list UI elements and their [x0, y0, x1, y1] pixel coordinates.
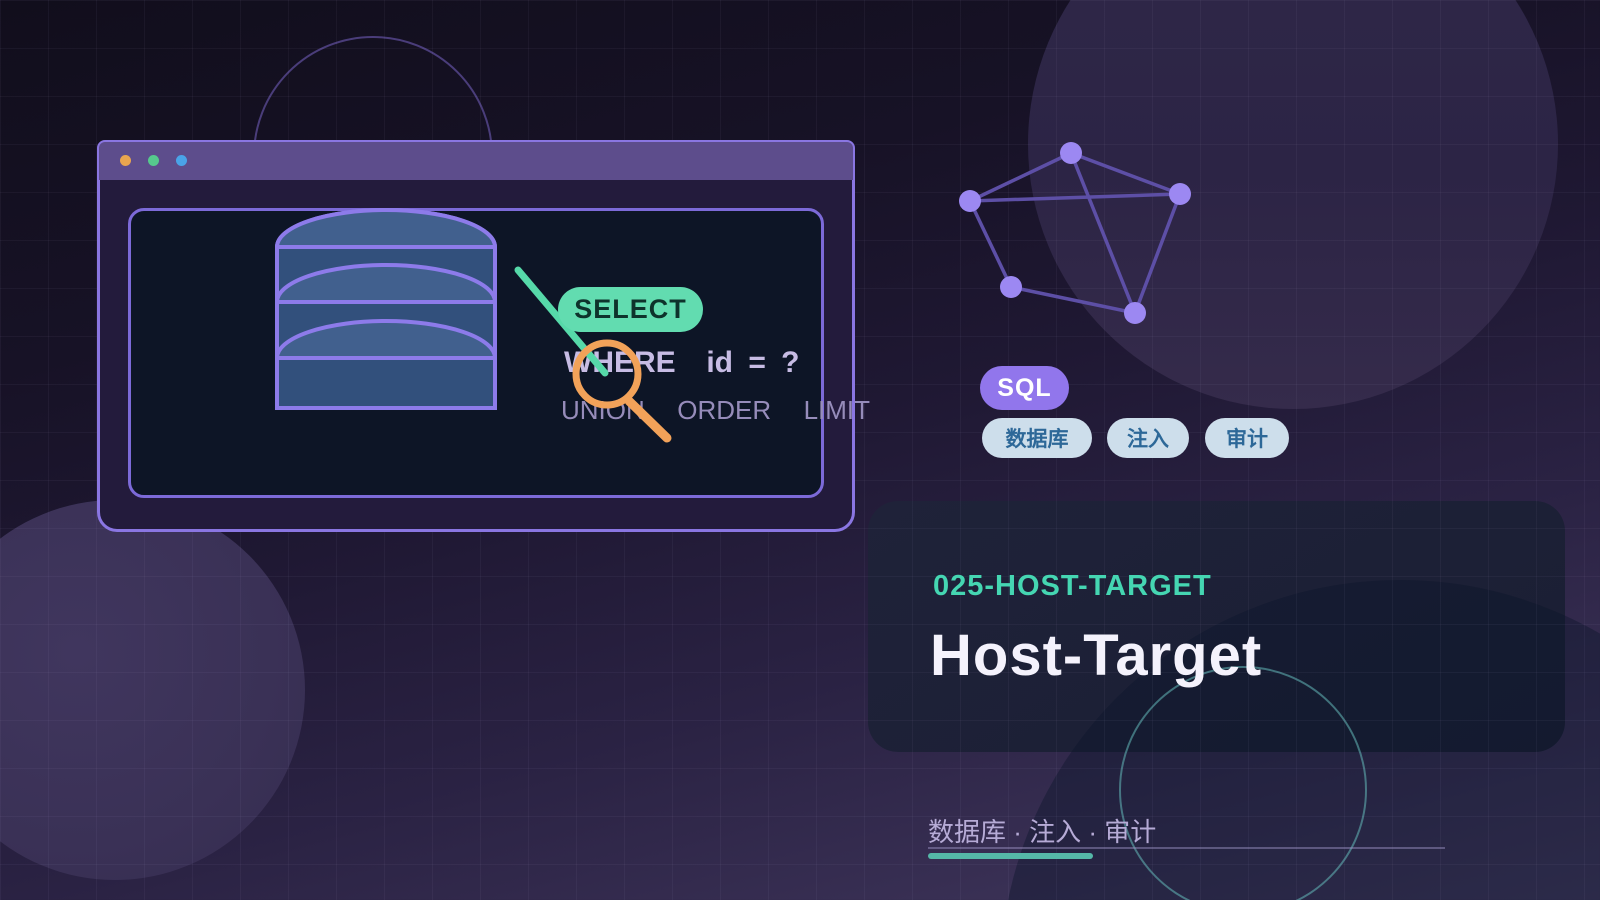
- window-minimize-dot[interactable]: [148, 155, 159, 166]
- network-graph-icon: [959, 142, 1191, 324]
- card-title: Host-Target: [930, 623, 1263, 688]
- graph-edges: [968, 151, 1182, 315]
- chip-injection: 注入: [1107, 418, 1189, 458]
- sql-tag-badge: SQL: [980, 366, 1069, 410]
- card-code-label: 025-HOST-TARGET: [933, 570, 1212, 602]
- footer-teal-underline: [928, 853, 1093, 859]
- window-maximize-dot[interactable]: [176, 155, 187, 166]
- window-close-dot[interactable]: [120, 155, 131, 166]
- decor-teal-ring: [1119, 666, 1367, 900]
- chip-database: 数据库: [982, 418, 1092, 458]
- footer-tags-text: 数据库 · 注入 · 审计: [928, 817, 1157, 847]
- footer-divider-line: [928, 847, 1445, 849]
- chip-audit: 审计: [1205, 418, 1289, 458]
- where-clause-text: WHERE id = ?: [564, 346, 800, 379]
- window-titlebar: [99, 142, 853, 180]
- select-keyword-badge: SELECT: [558, 287, 703, 332]
- sql-keywords-text: UNION ORDER LIMIT: [561, 395, 871, 425]
- decor-circle-bottom-left: [0, 500, 305, 880]
- decor-circle-top-right: [1028, 0, 1558, 409]
- graph-nodes: [959, 142, 1191, 324]
- browser-window: [97, 140, 855, 532]
